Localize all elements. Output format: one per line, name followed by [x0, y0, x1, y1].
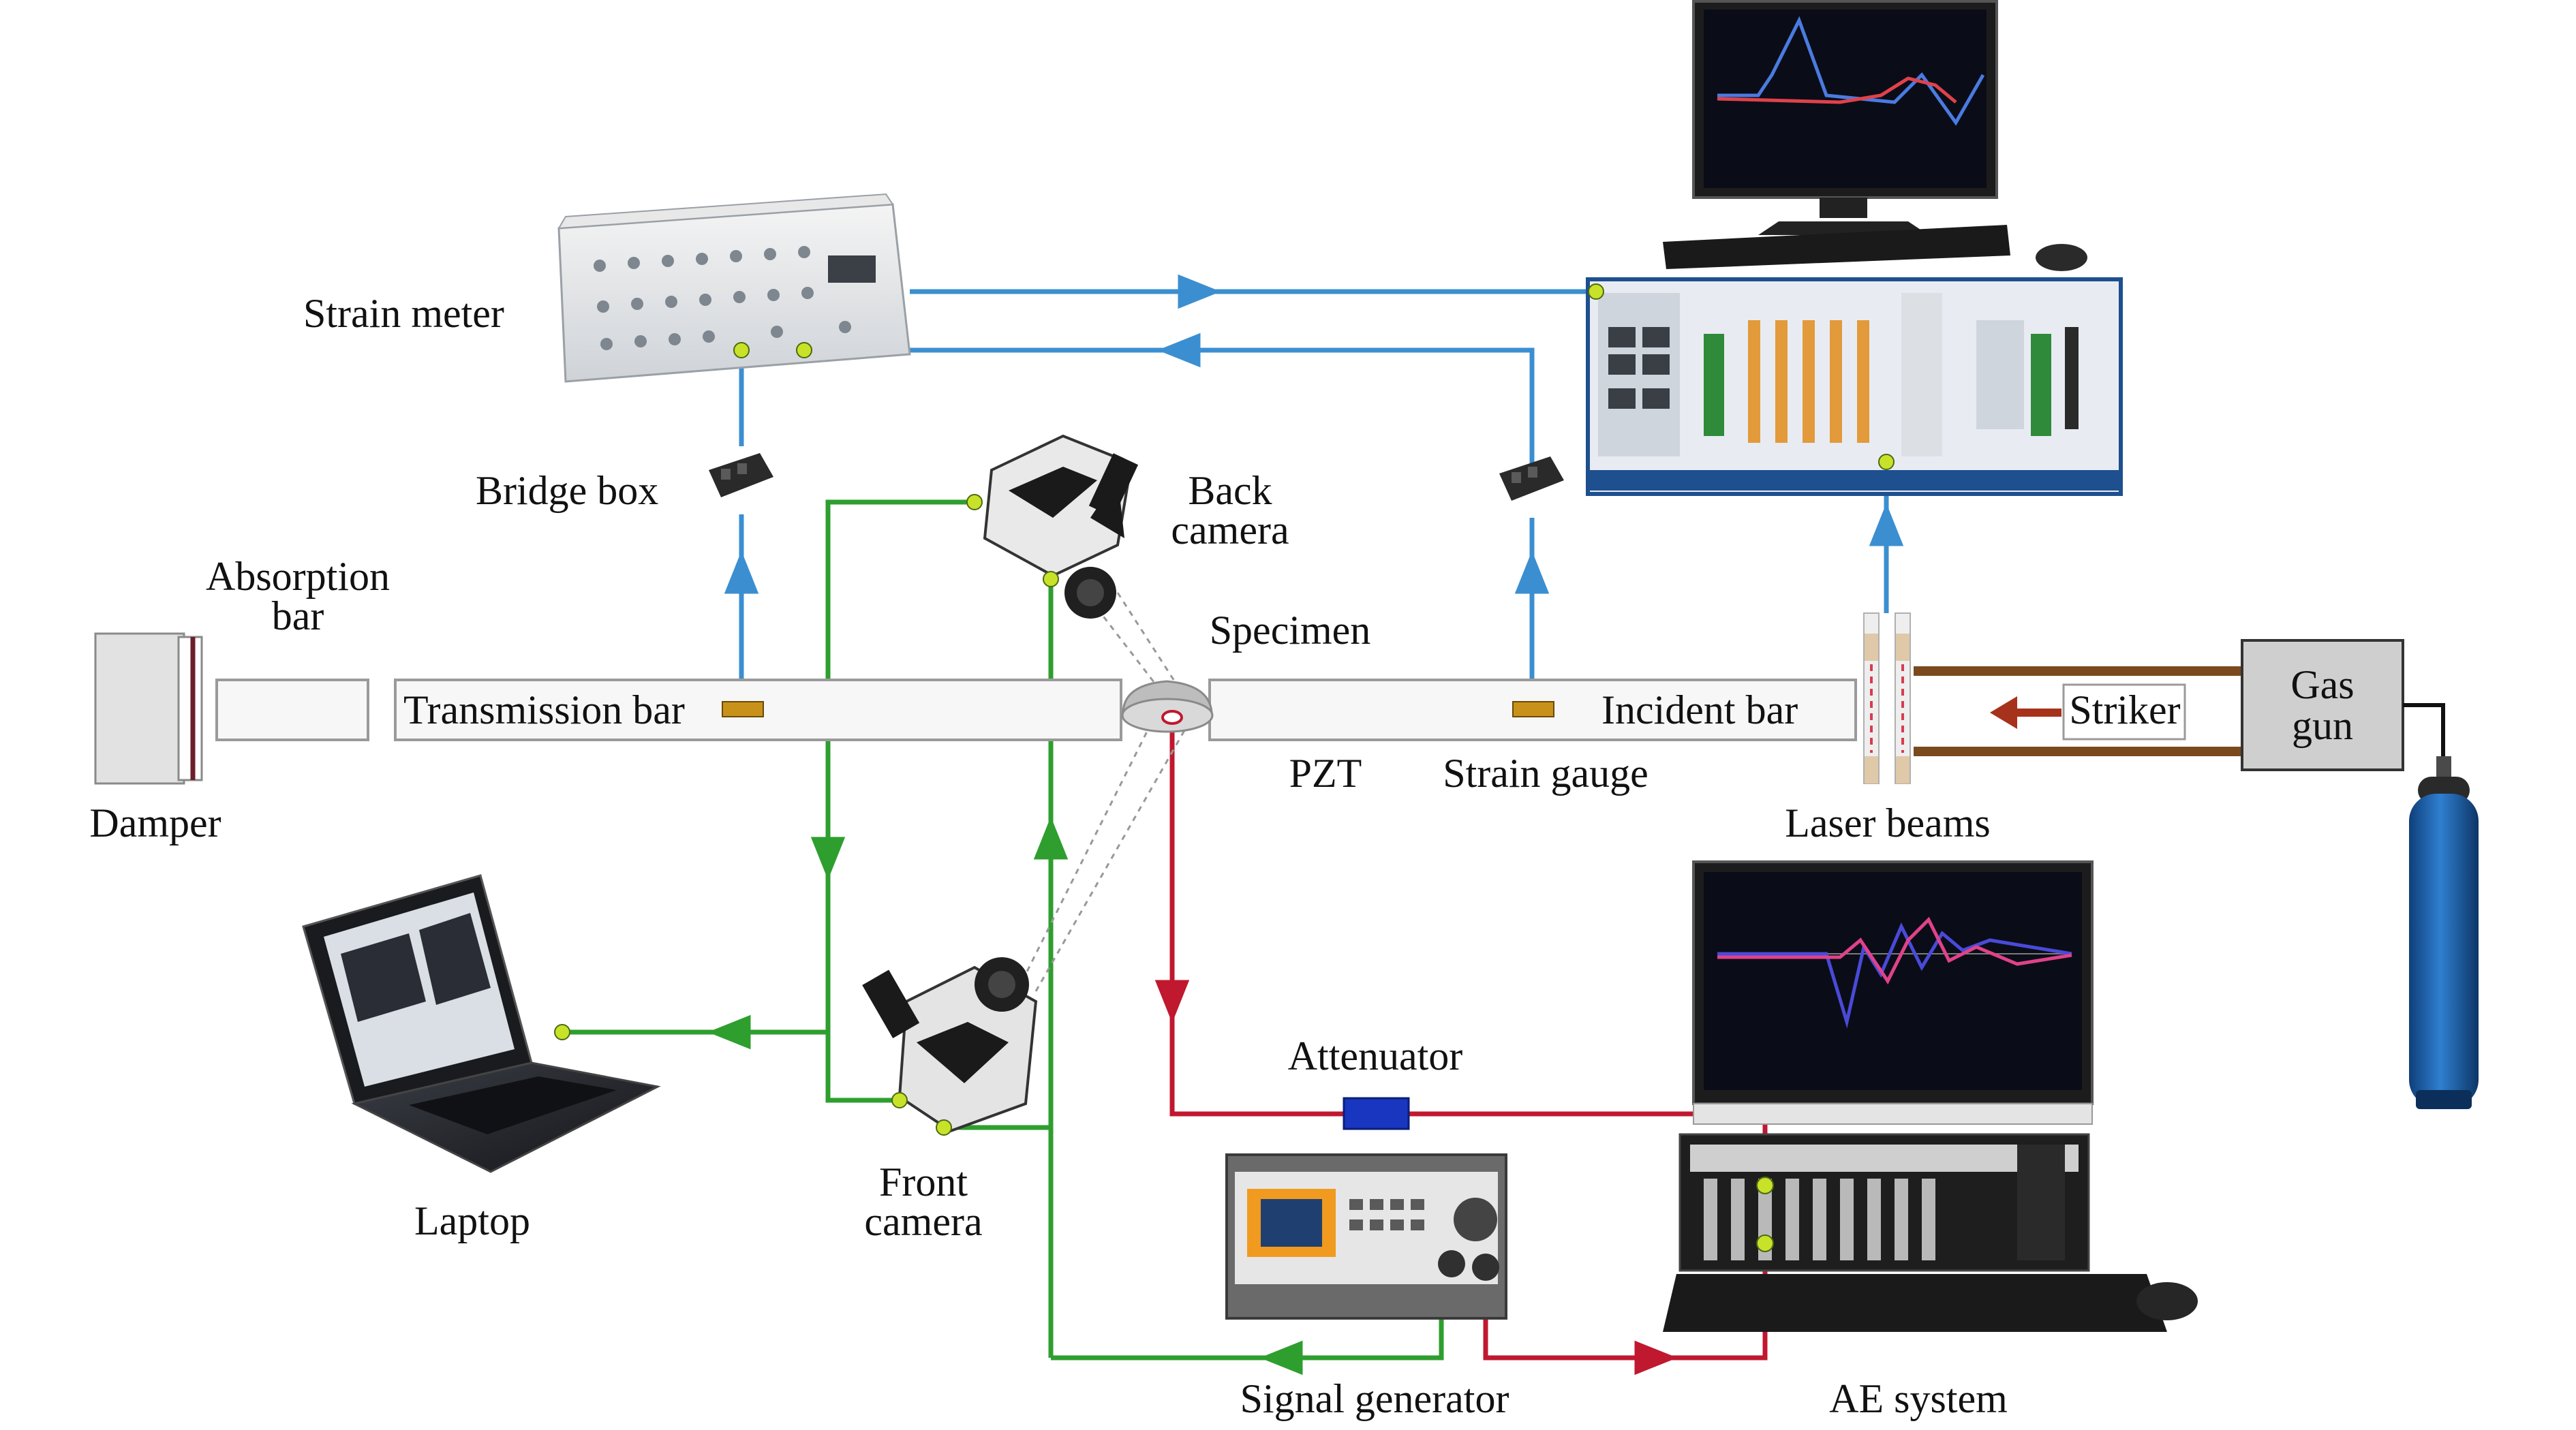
strain-gauge-left — [722, 701, 764, 717]
daq-chassis — [1586, 277, 2123, 496]
label-laser-beams: Laser beams — [1785, 801, 1991, 845]
absorption-bar — [215, 679, 369, 741]
striker-assembly — [1914, 666, 2242, 756]
damper — [94, 632, 203, 785]
label-damper: Damper — [89, 801, 221, 845]
pzt-sensor — [1161, 710, 1183, 725]
label-signal-generator: Signal generator — [1240, 1376, 1509, 1421]
green-trigger-lines — [562, 499, 1444, 1375]
laptop — [302, 874, 661, 1173]
gas-gun — [2241, 639, 2404, 771]
front-camera — [862, 957, 1038, 1136]
signal-generator — [1225, 1153, 1507, 1320]
label-transmission-bar: Transmission bar — [403, 687, 685, 732]
label-back-camera-2: camera — [1171, 508, 1289, 553]
line-signal-generator — [1051, 1311, 1444, 1361]
label-specimen: Specimen — [1210, 608, 1371, 653]
label-back-camera-1: Back — [1188, 468, 1272, 513]
camera-sightlines — [1021, 592, 1191, 992]
specimen — [1121, 680, 1214, 733]
strain-gauge-right — [1512, 701, 1554, 717]
label-absorption-bar-2: bar — [272, 593, 324, 638]
label-gas-gun-1: Gas — [2290, 662, 2354, 707]
labels: Strain meter Bridge box Back camera Abso… — [89, 291, 2354, 1421]
gas-hose — [2403, 703, 2445, 763]
label-absorption-bar-1: Absorption — [206, 554, 390, 599]
label-incident-bar: Incident bar — [1601, 687, 1798, 732]
label-ae-system: AE system — [1829, 1376, 2008, 1421]
label-strain-gauge: Strain gauge — [1443, 751, 1649, 796]
striker-box — [2062, 683, 2186, 741]
ae-chassis — [1663, 1133, 2198, 1332]
bridge-box-right — [1499, 456, 1564, 501]
back-camera — [966, 434, 1139, 619]
label-front-camera-2: camera — [864, 1199, 982, 1244]
label-attenuator: Attenuator — [1288, 1033, 1463, 1078]
strain-meter — [557, 193, 911, 383]
bridge-box-left — [709, 453, 773, 497]
label-pzt: PZT — [1289, 751, 1362, 796]
ae-monitor — [1692, 860, 2094, 1125]
line-back-camera-to-front — [825, 499, 975, 1103]
label-gas-gun-2: gun — [2292, 703, 2353, 748]
label-striker: Striker — [2069, 687, 2180, 732]
daq-monitor — [1663, 0, 2087, 271]
attenuator — [1343, 1097, 1410, 1130]
gas-cylinder — [2409, 756, 2479, 1109]
label-laptop: Laptop — [414, 1198, 530, 1243]
laser-beams — [1863, 612, 1911, 784]
label-bridge-box: Bridge box — [476, 468, 658, 513]
line-bridge-to-meter — [804, 347, 1535, 477]
label-front-camera-1: Front — [879, 1160, 968, 1204]
label-strain-meter: Strain meter — [303, 291, 504, 336]
